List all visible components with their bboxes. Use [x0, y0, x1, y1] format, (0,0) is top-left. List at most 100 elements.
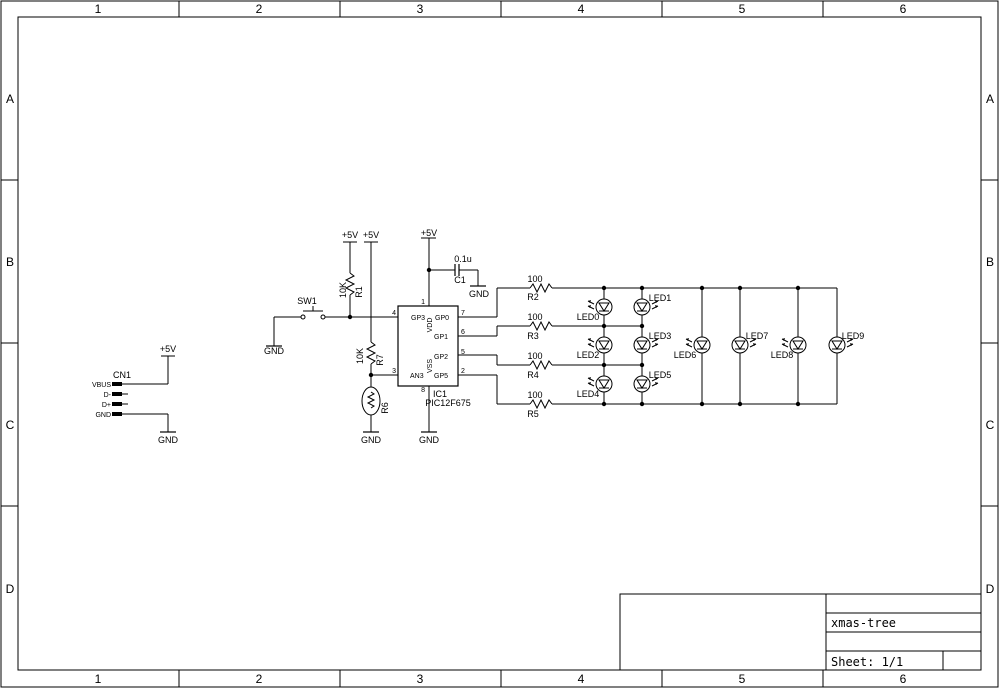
ic1-body — [397, 237, 459, 433]
cn1-pin-dminus: D- — [104, 392, 112, 399]
led1-label: LED1 — [649, 293, 672, 303]
frame-col-1-bottom: 1 — [95, 672, 102, 686]
frame-row-a-left: A — [6, 92, 14, 106]
frame-col-6-top: 6 — [900, 2, 907, 16]
r7-value: 10K — [355, 348, 365, 364]
r5-ref: R5 — [527, 409, 539, 419]
led-0 — [587, 298, 613, 316]
frame-col-2-bottom: 2 — [256, 672, 263, 686]
frame-row-d-left: D — [6, 582, 15, 596]
led-7 — [731, 336, 757, 354]
c1-ref: C1 — [454, 275, 466, 285]
connector-cn1: CN1 VBUS D- D+ GND — [92, 355, 176, 433]
title-block-sheet: Sheet: 1/1 — [831, 655, 903, 669]
r4-ref: R4 — [527, 370, 539, 380]
frame-col-3-bottom: 3 — [417, 672, 424, 686]
r7-ref: R7 — [375, 354, 385, 366]
r3-ref: R3 — [527, 331, 539, 341]
r1-ref: R1 — [354, 286, 364, 298]
resistor-r1 — [343, 241, 357, 320]
led-5 — [633, 375, 659, 393]
ic1-pin-gp0: GP0 — [435, 315, 449, 322]
led9-label: LED9 — [842, 331, 865, 341]
c1-gnd-label: GND — [469, 289, 490, 299]
capacitor-c1 — [429, 264, 486, 287]
output-wires — [458, 287, 530, 405]
frame-col-2-top: 2 — [256, 2, 263, 16]
led-symbols — [587, 298, 854, 393]
cn1-vcc-label: +5V — [160, 344, 176, 354]
frame-col-5-top: 5 — [739, 2, 746, 16]
ic1-pin-an3: AN3 — [410, 373, 424, 380]
r2-value: 100 — [527, 274, 542, 284]
ic1-ref: IC1 — [433, 389, 447, 399]
frame-row-b-left: B — [6, 255, 14, 269]
cn1-pin-dplus: D+ — [102, 402, 111, 409]
resistor-r6-ldr — [361, 375, 381, 433]
frame-col-4-top: 4 — [578, 2, 585, 16]
led6-label: LED6 — [674, 350, 697, 360]
frame-col-1-top: 1 — [95, 2, 102, 16]
led5-label: LED5 — [649, 370, 672, 380]
led-1 — [633, 298, 659, 316]
resistor-r5 — [529, 398, 837, 410]
frame-row-a-right: A — [986, 92, 994, 106]
r1-value: 10K — [338, 282, 348, 298]
title-block-title: xmas-tree — [831, 616, 896, 630]
c1-value: 0.1u — [454, 254, 472, 264]
frame-col-5-bottom: 5 — [739, 672, 746, 686]
sw1-ref: SW1 — [297, 296, 317, 306]
resistor-r4 — [529, 359, 642, 371]
ic1-pinnum-6: 6 — [461, 329, 465, 336]
r1-vcc-label: +5V — [342, 230, 358, 240]
ic1-pinnum-5: 5 — [461, 349, 465, 356]
led7-label: LED7 — [746, 331, 769, 341]
frame-col-4-bottom: 4 — [578, 672, 585, 686]
frame-row-d-right: D — [986, 582, 995, 596]
led3-label: LED3 — [649, 331, 672, 341]
r6-gnd-label: GND — [361, 435, 382, 445]
led-3 — [633, 336, 659, 354]
ic1-pin-gp3: GP3 — [411, 315, 425, 322]
ic1-pin-gp1: GP1 — [434, 334, 448, 341]
cn1-pin-gnd: GND — [95, 412, 111, 419]
r3-value: 100 — [527, 312, 542, 322]
ic1-pinnum-2: 2 — [461, 368, 465, 375]
ic1-pinnum-8: 8 — [421, 387, 425, 394]
cn1-pin-vbus: VBUS — [92, 382, 111, 389]
ic1-pinnum-1: 1 — [421, 299, 425, 306]
ic1-pinnum-4: 4 — [392, 310, 396, 317]
led-8 — [781, 336, 807, 354]
resistor-r3 — [529, 320, 642, 332]
ic1-pin-vdd: VDD — [427, 318, 434, 333]
ic1-vcc-label: +5V — [421, 228, 437, 238]
ic1-gnd-label: GND — [419, 435, 440, 445]
ic1-pinnum-7: 7 — [461, 310, 465, 317]
ic1-pin-gp2: GP2 — [434, 354, 448, 361]
switch-sw1 — [266, 306, 398, 347]
r2-ref: R2 — [527, 292, 539, 302]
resistor-r2 — [529, 282, 837, 294]
r7-vcc-label: +5V — [363, 230, 379, 240]
led2-label: LED2 — [577, 350, 600, 360]
cn1-ref: CN1 — [113, 370, 131, 380]
led0-label: LED0 — [577, 312, 600, 322]
led4-label: LED4 — [577, 389, 600, 399]
frame-row-b-right: B — [986, 255, 994, 269]
sw1-gnd-label: GND — [264, 346, 285, 356]
led-2 — [587, 336, 613, 354]
ic1-pinnum-3: 3 — [392, 368, 396, 375]
led-9 — [828, 336, 854, 354]
r5-value: 100 — [527, 390, 542, 400]
frame-col-6-bottom: 6 — [900, 672, 907, 686]
title-block — [619, 593, 982, 671]
frame-row-c-left: C — [6, 418, 15, 432]
ic1-pin-gp5: GP5 — [434, 373, 448, 380]
led-6 — [685, 336, 711, 354]
frame-col-3-top: 3 — [417, 2, 424, 16]
cn1-gnd-label: GND — [158, 435, 179, 445]
r6-ref: R6 — [380, 402, 390, 414]
led-4 — [587, 375, 613, 393]
